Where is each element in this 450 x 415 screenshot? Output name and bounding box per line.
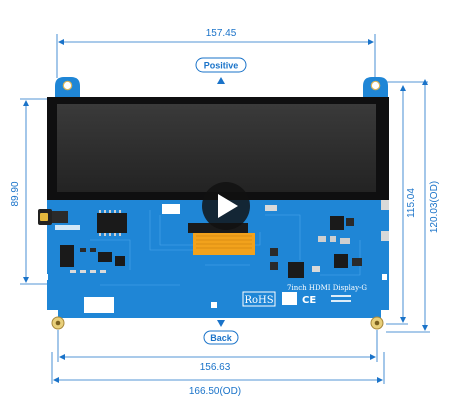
dimension-top-width: 157.45 xyxy=(56,28,376,78)
white-pad xyxy=(282,292,297,305)
dimension-bottom-widths: 156.63 166.50(OD) xyxy=(51,330,385,397)
up-arrow-icon xyxy=(217,77,225,84)
positive-label: Positive xyxy=(204,61,239,71)
component-cluster-left xyxy=(60,245,125,273)
mounting-hole-icon xyxy=(370,80,381,91)
dimension-left-height: 89.90 xyxy=(10,98,48,285)
label-sticker xyxy=(84,297,114,313)
dimension-top-width-label: 157.45 xyxy=(206,28,237,39)
side-connector xyxy=(381,200,389,210)
component-cluster-right xyxy=(270,216,362,278)
product-name: 7inch HDMI Display-G xyxy=(287,284,367,292)
dimension-bottom-inner-width-label: 156.63 xyxy=(200,362,231,373)
mounting-tab-top-left xyxy=(55,77,80,99)
play-button-icon[interactable] xyxy=(218,194,238,218)
dimension-bottom-outer-width-label: 166.50(OD) xyxy=(189,386,241,397)
down-arrow-icon xyxy=(217,320,225,327)
ce-mark: CE xyxy=(302,295,316,306)
dimension-right-heights: 115.04 120.03(OD) xyxy=(382,79,440,333)
dimension-right-inner-height-label: 115.04 xyxy=(406,188,417,218)
play-button[interactable] xyxy=(202,182,250,230)
chip-ic xyxy=(97,213,127,233)
back-pill: Back xyxy=(203,320,239,345)
mounting-tab-top-right xyxy=(363,77,388,99)
dimension-right-outer-height-label: 120.03(OD) xyxy=(429,181,440,233)
positive-pill: Positive xyxy=(195,57,247,84)
side-marker xyxy=(43,274,48,280)
mounting-hole-icon xyxy=(62,80,73,91)
dimension-left-height-label: 89.90 xyxy=(10,181,21,206)
connector-small xyxy=(162,204,180,214)
pcb-board-bottom xyxy=(58,296,381,318)
display-screen xyxy=(57,104,376,192)
back-label: Back xyxy=(210,333,233,343)
rohs-label: RoHS xyxy=(244,295,273,306)
rohs-mark: RoHS xyxy=(242,291,276,307)
